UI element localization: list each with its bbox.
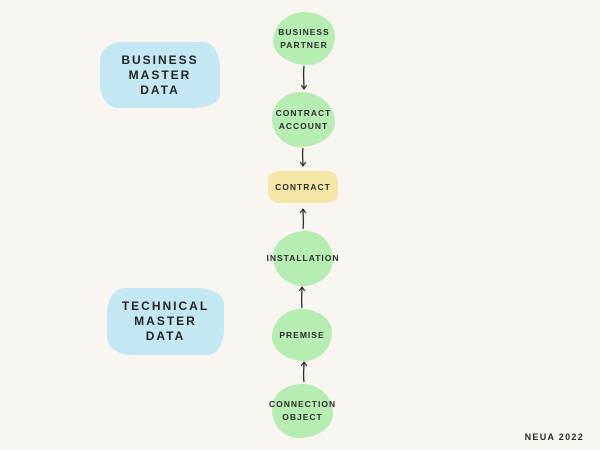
node-business-partner-label: PARTNER — [280, 39, 328, 50]
node-business-partner: BUSINESS PARTNER — [273, 12, 335, 65]
technical-master-data-line: DATA — [145, 329, 186, 343]
technical-master-data-label: TECHNICAL MASTER DATA — [107, 288, 224, 355]
technical-master-data-line: MASTER — [134, 314, 197, 328]
node-connection-object-label: CONNECTION — [268, 399, 337, 409]
node-installation: INSTALLATION — [266, 231, 339, 286]
node-installation-label: INSTALLATION — [266, 253, 340, 263]
node-contract-account: CONTRACT ACCOUNT — [272, 92, 335, 147]
node-connection-object-label: OBJECT — [282, 412, 323, 422]
node-premise-label: PREMISE — [279, 329, 325, 340]
business-master-data-label: BUSINESS MASTER DATA — [100, 42, 220, 108]
node-contract-account-label: ACCOUNT — [278, 120, 329, 131]
node-contract-label: CONTRACT — [275, 181, 331, 192]
node-contract: CONTRACT — [268, 171, 338, 203]
business-master-data-line: DATA — [140, 82, 180, 97]
credit-text: NEUA 2022 — [524, 432, 584, 442]
node-contract-account-label: CONTRACT — [275, 107, 332, 118]
node-business-partner-label: BUSINESS — [278, 26, 330, 37]
business-master-data-line: BUSINESS — [121, 52, 199, 67]
business-master-data-line: MASTER — [128, 67, 192, 82]
technical-master-data-line: TECHNICAL — [121, 299, 210, 313]
node-connection-object: CONNECTION OBJECT — [268, 384, 337, 438]
node-premise: PREMISE — [272, 309, 332, 361]
